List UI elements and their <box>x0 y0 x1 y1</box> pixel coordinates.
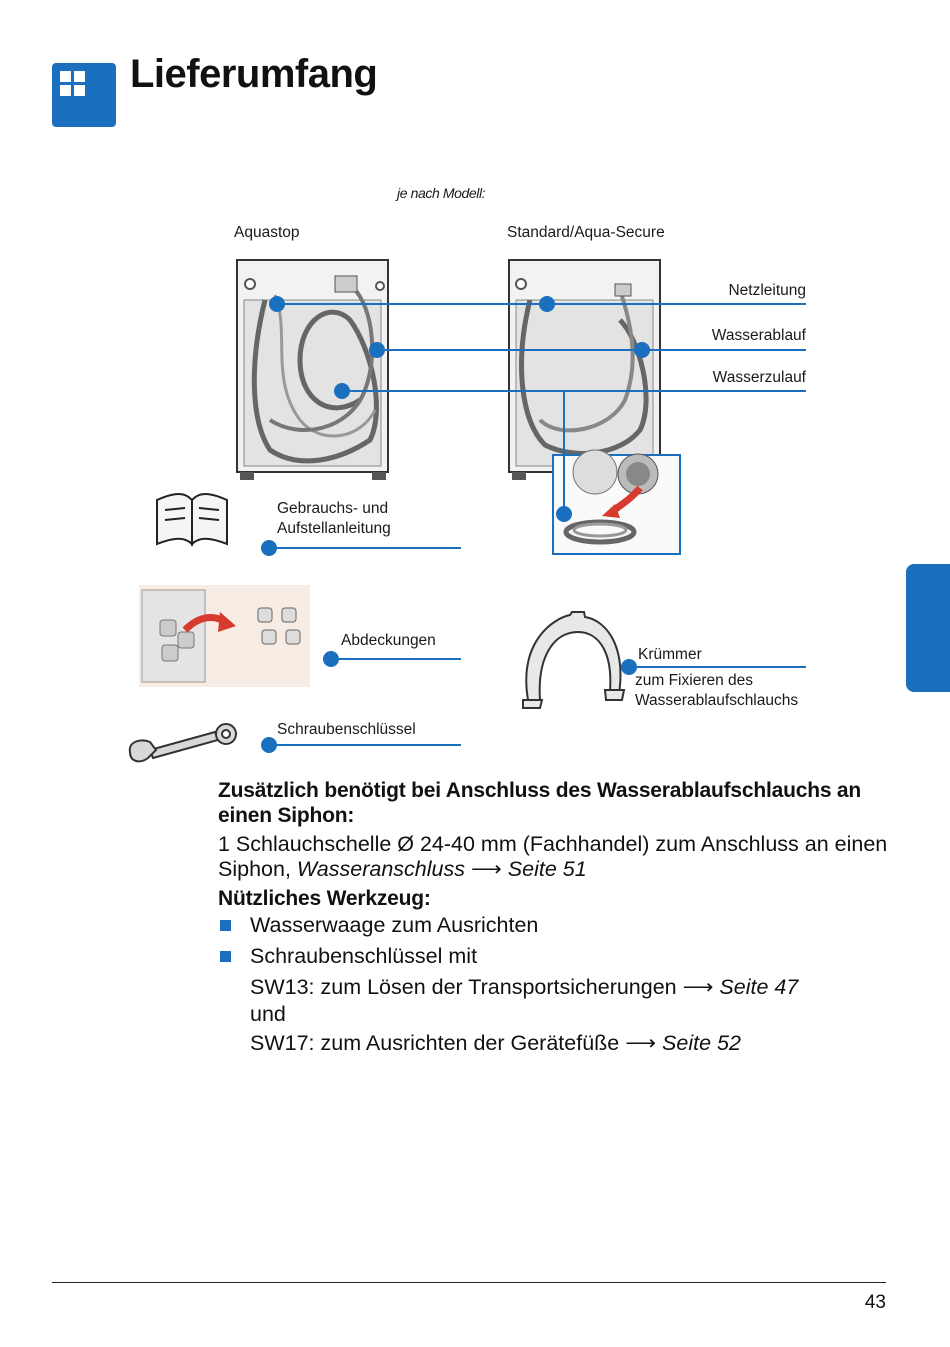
bullet-text: Wasserwaage zum Ausrichten <box>250 913 539 937</box>
bullet-square-icon <box>220 920 231 931</box>
callout-dot-manual <box>261 540 277 556</box>
wrench-icon <box>128 723 237 763</box>
bullet-text: Schraubenschlüssel mit <box>250 944 478 968</box>
callout-dot-drain <box>369 342 385 358</box>
callout-dot-wrench <box>261 737 277 753</box>
list-item: Schraubenschlüssel mit <box>218 944 898 969</box>
manual-label-line1: Gebrauchs- und <box>277 500 389 517</box>
water-connection-link[interactable]: Wasseranschluss <box>296 857 465 881</box>
power-cable-label: Netzleitung <box>728 282 806 299</box>
manual-label-line2: Aufstellanleitung <box>277 520 391 537</box>
callout-dot-power <box>269 296 285 312</box>
elbow-desc-line2: Wasserablaufschlauchs <box>635 692 799 709</box>
washer-standard-illustration <box>508 259 661 480</box>
wrench-sizes: SW13: zum Lösen der Transportsicherungen… <box>218 975 898 1056</box>
list-item: Wasserwaage zum Ausrichten <box>218 913 898 938</box>
callout-dot-inlet <box>334 383 350 399</box>
elbow-desc-line1: zum Fixieren des <box>635 672 754 689</box>
page-ref-52[interactable]: Seite 52 <box>662 1031 741 1055</box>
and-text: und <box>250 1002 286 1026</box>
siphon-heading: Zusätzlich benötigt bei Anschluss des Wa… <box>218 779 862 827</box>
elbow-bracket-icon <box>522 611 626 709</box>
delivery-contents-diagram <box>128 259 806 763</box>
book-icon <box>156 493 228 547</box>
bullet-square-icon <box>220 951 231 962</box>
page-number: 43 <box>864 1292 886 1313</box>
hose-clamp-paragraph: 1 Schlauchschelle Ø 24-40 mm (Fachhandel… <box>218 832 898 882</box>
page-ref-51[interactable]: Seite 51 <box>507 857 587 881</box>
elbow-label: Krümmer <box>638 646 702 663</box>
section-tab <box>906 564 950 692</box>
covers-label: Abdeckungen <box>341 632 436 649</box>
sw17-line: SW17: zum Ausrichten der Gerätefüße ⟶ Se… <box>250 1031 898 1056</box>
aquastop-label: Aquastop <box>234 224 300 241</box>
inlet-hose-label: Wasserzulauf <box>712 369 806 386</box>
sw13-text: SW13: zum Lösen der Transportsicherungen <box>250 975 677 999</box>
sw17-text: SW17: zum Ausrichten der Gerätefüße <box>250 1031 620 1055</box>
sw13-line: SW13: zum Lösen der Transportsicherungen… <box>250 975 898 1000</box>
page-ref-47[interactable]: Seite 47 <box>719 975 799 999</box>
inlet-hose-inset <box>552 449 681 555</box>
content-section: Zusätzlich benötigt bei Anschluss des Wa… <box>218 778 898 1058</box>
arrow-icon: ⟶ <box>676 975 720 999</box>
arrow-icon: ⟶ <box>465 857 508 881</box>
standard-aqua-secure-label: Standard/Aqua-Secure <box>507 224 665 241</box>
callout-dot-covers <box>323 651 339 667</box>
callout-dot-elbow <box>621 659 637 675</box>
drain-hose-label: Wasserablauf <box>711 327 806 344</box>
tools-list: Wasserwaage zum Ausrichten Schraubenschl… <box>218 913 898 969</box>
model-note: je nach Modell: <box>397 185 486 201</box>
page-title: Lieferumfang <box>130 52 378 96</box>
covers-illustration <box>139 585 310 687</box>
washer-aquastop-illustration <box>236 259 389 480</box>
footer-divider <box>52 1282 886 1283</box>
wrench-label: Schraubenschlüssel <box>277 721 416 738</box>
arrow-icon: ⟶ <box>619 1031 663 1055</box>
grid-icon <box>52 63 116 127</box>
hose-clamp-text: 1 Schlauchschelle Ø 24-40 mm (Fachhandel… <box>218 832 888 881</box>
tools-heading: Nützliches Werkzeug: <box>218 887 431 910</box>
